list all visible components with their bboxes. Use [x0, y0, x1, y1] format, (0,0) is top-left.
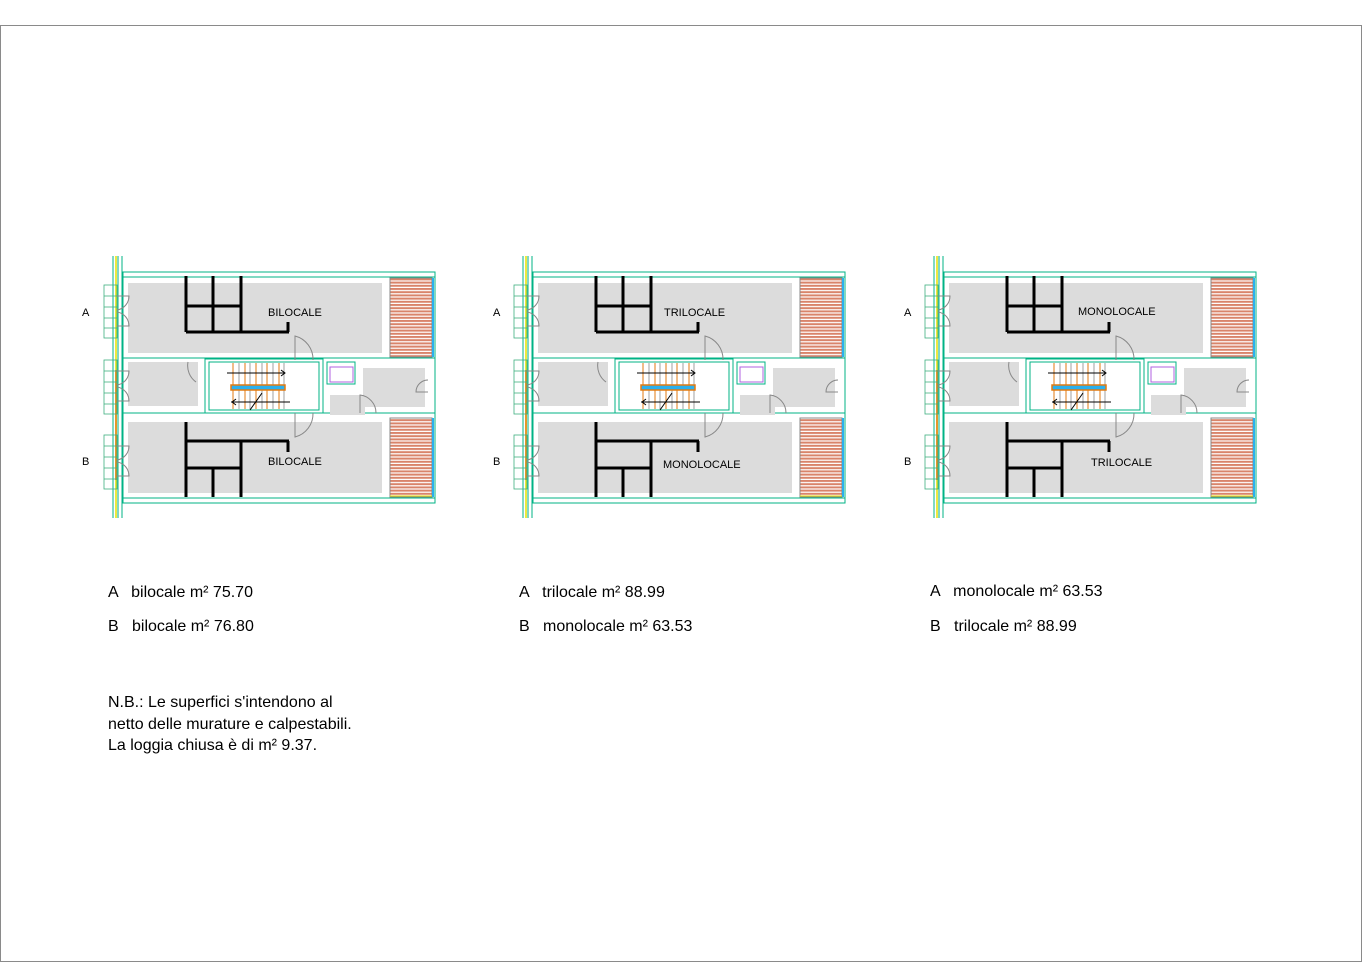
legend-a: A trilocale m² 88.99 — [519, 584, 665, 601]
legend-b: B bilocale m² 76.80 — [108, 618, 254, 635]
floor-plan-1 — [102, 254, 437, 520]
row-label-a: A — [493, 307, 501, 319]
unit-label-a: TRILOCALE — [664, 307, 725, 319]
row-label-a: A — [904, 307, 912, 319]
legend-a: A bilocale m² 75.70 — [108, 584, 253, 601]
row-label-a: A — [82, 307, 90, 319]
floor-plan-3 — [923, 254, 1258, 520]
unit-label-b: TRILOCALE — [1091, 457, 1152, 469]
note: N.B.: Le superfici s'intendono al netto … — [108, 694, 352, 754]
unit-label-a: BILOCALE — [268, 307, 322, 319]
legend-b: B monolocale m² 63.53 — [519, 618, 693, 635]
unit-label-b: BILOCALE — [268, 456, 322, 468]
row-label-b: B — [82, 456, 89, 468]
floor-plan-2 — [512, 254, 847, 520]
legend-a: A monolocale m² 63.53 — [930, 583, 1103, 600]
unit-label-a: MONOLOCALE — [1078, 306, 1156, 318]
unit-label-b: MONOLOCALE — [663, 459, 741, 471]
legend-b: B trilocale m² 88.99 — [930, 618, 1077, 635]
row-label-b: B — [493, 456, 500, 468]
row-label-b: B — [904, 456, 911, 468]
